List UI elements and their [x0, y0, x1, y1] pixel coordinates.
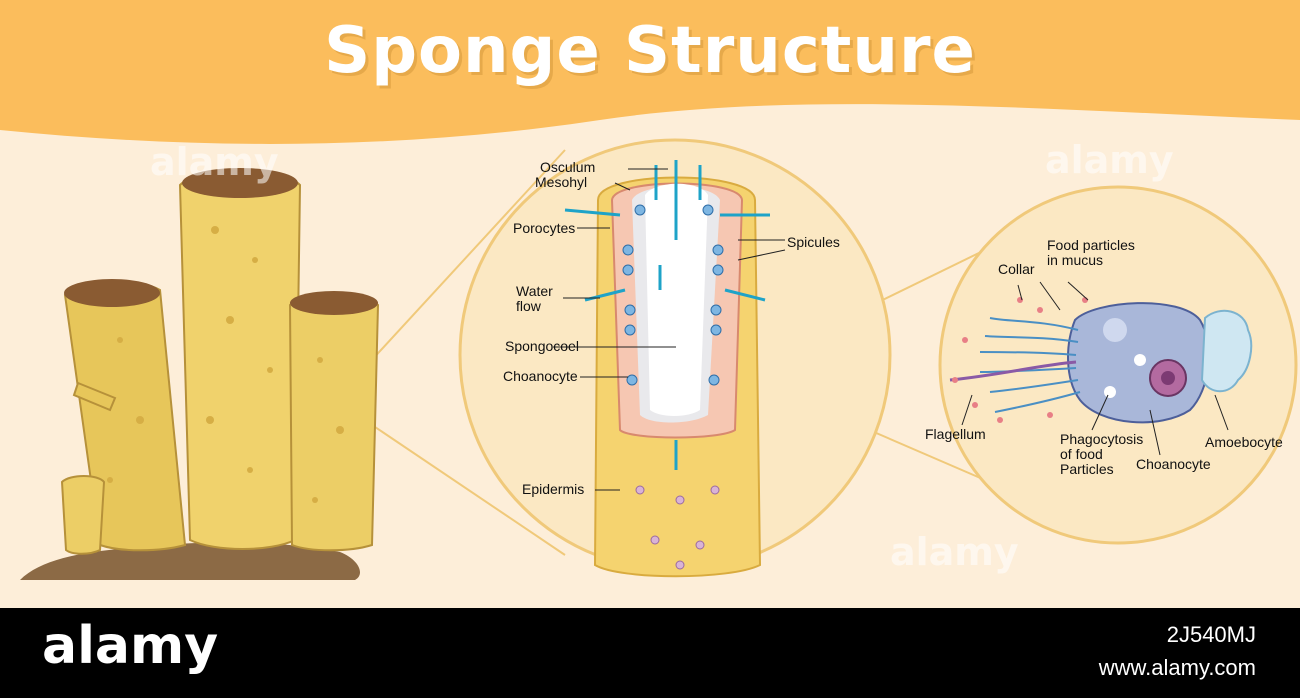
seabed-rock [20, 542, 360, 580]
stock-footer-bar [0, 608, 1300, 698]
label-food-particles: Food particles in mucus [1047, 237, 1135, 268]
title-banner [0, 0, 1300, 144]
diagram-title: Sponge Structure [324, 14, 976, 88]
label-collar: Collar [998, 261, 1035, 277]
water-flow-arrows [564, 160, 770, 470]
flagellum-strand [949, 360, 1077, 382]
vacuole-2 [1134, 354, 1146, 366]
label-spicules: Spicules [787, 234, 840, 250]
watermark-bottom-right: alamy [890, 530, 1019, 574]
sponge-osculum-center [182, 168, 298, 198]
vacuole-1 [1103, 318, 1127, 342]
label-choanocyte-section: Choanocyte [503, 368, 578, 384]
sponge-pores [107, 226, 344, 503]
amoebocyte-cell [1200, 309, 1253, 393]
cross-section-lens [458, 138, 892, 578]
footer-url: www.alamy.com [1098, 655, 1256, 680]
sponge-tube-center [178, 169, 302, 550]
sponge-osculum-left [64, 279, 160, 307]
sponge-illustration [20, 168, 380, 580]
epidermis-cells [635, 485, 720, 570]
footer-logo: alamy [42, 616, 219, 676]
label-amoebocyte: Amoebocyte [1205, 434, 1283, 450]
label-phagocytosis: Phagocytosis of food Particles [1060, 431, 1144, 477]
watermark-top-left: alamy [150, 140, 279, 184]
watermark-top-right: alamy [1045, 138, 1174, 182]
spongocoel-cavity [645, 183, 708, 416]
footer-image-code: 2J540MJ [1166, 622, 1256, 647]
sponge-tube-right [288, 292, 380, 552]
sponge-osculum-right [290, 291, 378, 315]
label-epidermis: Epidermis [522, 481, 585, 497]
cell-leader-lines [961, 281, 1229, 456]
nucleolus [1161, 371, 1175, 385]
label-porocytes: Porocytes [513, 220, 576, 236]
sponge-small-bud [60, 475, 106, 555]
label-water-flow: Water flow [516, 283, 553, 314]
food-particles [952, 297, 1088, 423]
label-osculum: Osculum [540, 159, 596, 175]
label-flagellum: Flagellum [925, 426, 986, 442]
sponge-side-bud [72, 381, 117, 412]
label-choanocyte-cell: Choanocyte [1136, 456, 1211, 472]
choanocyte-lens [938, 185, 1298, 545]
choanocyte-cells [622, 204, 724, 386]
food-vacuole [1104, 386, 1116, 398]
section-leader-lines [553, 168, 786, 491]
label-spongocoel: Spongocoel [505, 338, 579, 354]
label-mesohyl: Mesohyl [535, 174, 588, 190]
diagram-artwork [0, 0, 1300, 608]
